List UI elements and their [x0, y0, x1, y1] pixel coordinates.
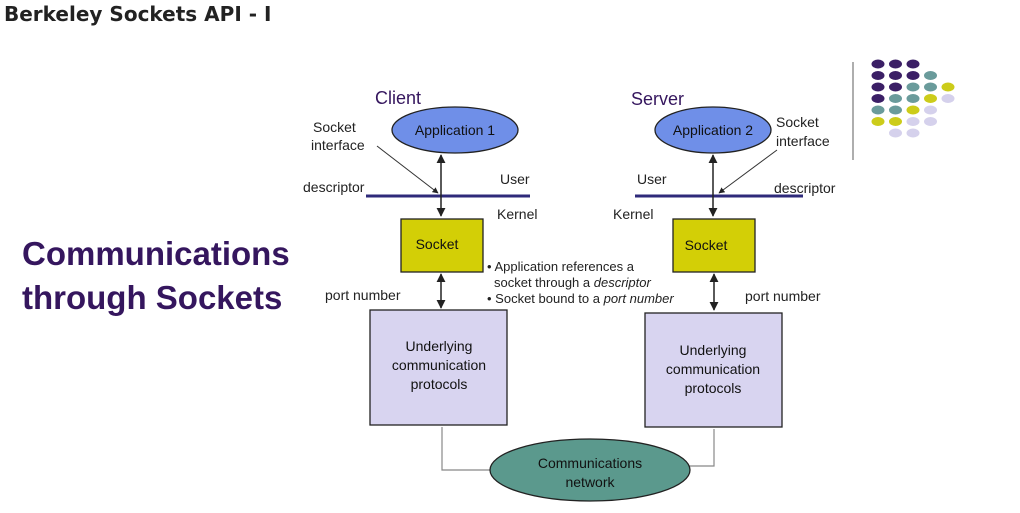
- client-stack: Client Application 1 Socket interface de…: [303, 88, 537, 426]
- decoration-dot: [924, 82, 937, 92]
- server-protocols-line2: communication: [666, 361, 760, 377]
- client-port-number-label: port number: [325, 287, 401, 303]
- server-socket-label: Socket: [685, 237, 728, 253]
- decoration-dot: [889, 94, 902, 103]
- server-application-label: Application 2: [673, 122, 753, 138]
- client-socket-interface-pointer: [376, 145, 439, 194]
- server-socket-interface-pointer: [718, 149, 778, 194]
- client-protocols-line1: Underlying: [406, 338, 473, 354]
- server-protocols-line1: Underlying: [680, 342, 747, 358]
- decoration-dot: [871, 117, 885, 126]
- server-socket-interface-line2: interface: [776, 133, 830, 149]
- server-network-link: [686, 429, 715, 467]
- client-application-label: Application 1: [415, 122, 495, 138]
- decoration-dot: [906, 105, 920, 115]
- note-line3: • Socket bound to a port number: [487, 291, 674, 306]
- decoration-dot: [924, 105, 937, 115]
- server-protocols-line3: protocols: [685, 380, 742, 396]
- server-kernel-label: Kernel: [613, 206, 653, 222]
- page-title: Berkeley Sockets API - I: [4, 2, 272, 26]
- decoration-dot: [889, 128, 902, 138]
- network-line2: network: [565, 474, 615, 490]
- client-kernel-label: Kernel: [497, 206, 537, 222]
- client-socket-interface-line2: interface: [311, 137, 365, 153]
- client-protocols-line3: protocols: [411, 376, 468, 392]
- decoration-dot: [924, 94, 937, 103]
- server-socket-box: [672, 218, 756, 273]
- decoration-dot: [941, 94, 955, 103]
- decoration-dot: [889, 105, 902, 115]
- decoration-dot: [889, 59, 902, 69]
- decoration-dot: [906, 59, 920, 69]
- decoration-dot: [906, 71, 920, 80]
- server-descriptor-label: descriptor: [774, 180, 836, 196]
- decoration-dot: [924, 71, 937, 80]
- decoration-dot: [924, 117, 937, 126]
- server-protocols-box: [644, 312, 783, 428]
- server-user-label: User: [637, 171, 667, 187]
- server-label: Server: [631, 89, 684, 109]
- client-protocols-line2: communication: [392, 357, 486, 373]
- server-socket-interface-line1: Socket: [776, 114, 819, 130]
- client-socket-label: Socket: [416, 236, 459, 252]
- decoration-dot: [906, 128, 920, 138]
- decoration-dot: [906, 117, 920, 126]
- slide-heading-line1: Communications: [22, 235, 290, 272]
- socket-notes: • Application references a socket throug…: [487, 259, 674, 306]
- client-socket-box: [400, 218, 484, 273]
- client-descriptor-label: descriptor: [303, 179, 365, 195]
- decoration-dot: [871, 71, 885, 80]
- communications-network: Communications network: [441, 427, 715, 502]
- decoration-dot: [941, 82, 955, 92]
- decoration-dot: [906, 82, 920, 92]
- note-line2: socket through a descriptor: [494, 275, 651, 290]
- decoration-dot: [889, 117, 902, 126]
- decoration-dot: [871, 82, 885, 92]
- client-user-label: User: [500, 171, 530, 187]
- client-application-ellipse: [391, 106, 519, 154]
- network-ellipse: [489, 438, 691, 502]
- client-protocols-box: [369, 309, 508, 426]
- decoration-dot: [889, 71, 902, 80]
- decoration-dot: [871, 59, 885, 69]
- decoration-dot: [871, 105, 885, 115]
- decoration-dot: [906, 94, 920, 103]
- note-line1: • Application references a: [487, 259, 635, 274]
- client-label: Client: [375, 88, 421, 108]
- server-application-ellipse: [654, 106, 772, 154]
- client-network-link: [441, 427, 492, 471]
- network-line1: Communications: [538, 455, 642, 471]
- server-stack: Server Application 2 Socket interface de…: [613, 89, 836, 428]
- client-socket-interface-line1: Socket: [313, 119, 356, 135]
- decoration-dot: [889, 82, 902, 92]
- dot-grid-decoration: [852, 59, 955, 160]
- slide-heading-line2: through Sockets: [22, 279, 283, 316]
- decoration-dot: [871, 94, 885, 103]
- slide-heading: Communications through Sockets: [22, 232, 290, 320]
- server-port-number-label: port number: [745, 288, 821, 304]
